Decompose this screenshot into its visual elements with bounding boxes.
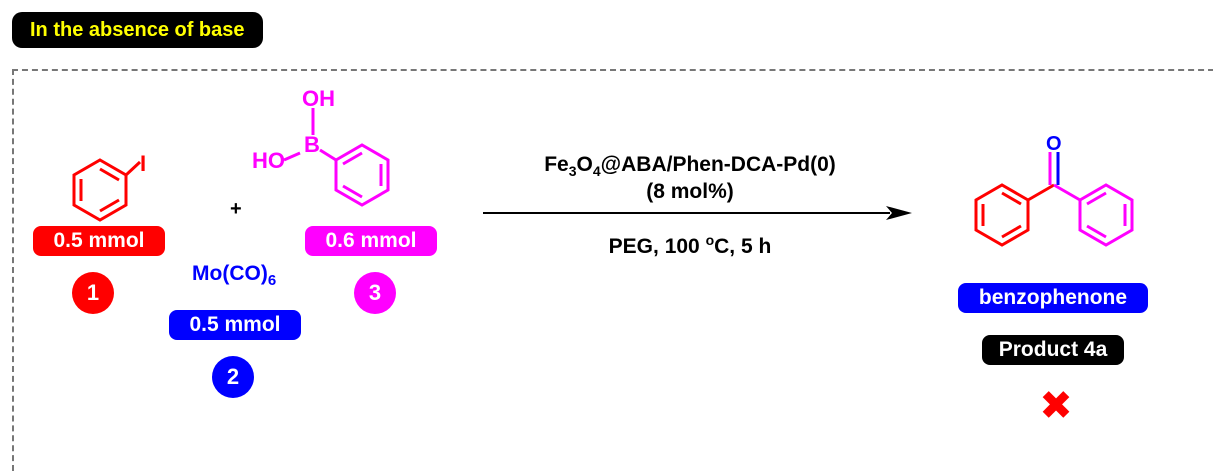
boron-label: B xyxy=(304,132,320,157)
reactant-2-formula: Mo(CO)6 xyxy=(192,262,276,289)
product-name-badge: benzophenone xyxy=(958,283,1148,313)
dashed-frame xyxy=(12,69,1213,471)
reaction-scheme: I OH B HO + O xyxy=(72,86,1134,247)
reactant-3-number: 3 xyxy=(354,272,396,314)
condition-header: In the absence of base xyxy=(12,12,263,48)
oh-label: OH xyxy=(302,86,335,111)
catalyst-fe: Fe xyxy=(544,153,569,176)
mo-co-subscript: 6 xyxy=(267,272,277,290)
reactant-3-amount: 0.6 mmol xyxy=(305,226,437,256)
plus-sign: + xyxy=(230,198,242,220)
catalyst-label: Fe3O4@ABA/Phen-DCA-Pd(0) xyxy=(500,153,880,179)
catalyst-rest: @ABA/Phen-DCA-Pd(0) xyxy=(600,153,836,176)
catalyst-sub-4: 4 xyxy=(592,163,601,180)
phenylboronic-acid-structure xyxy=(283,108,390,207)
mo-co-formula: Mo(CO) xyxy=(192,262,268,285)
catalyst-o: O xyxy=(576,153,593,176)
product-tag-badge: Product 4a xyxy=(982,335,1124,365)
ho-label: HO xyxy=(252,148,285,173)
degree-sign: o xyxy=(705,232,715,248)
reaction-arrow xyxy=(483,206,912,220)
medium-text: PEG, 100 xyxy=(608,235,706,258)
reactant-2-number: 2 xyxy=(212,356,254,398)
reaction-medium: PEG, 100 oC, 5 h xyxy=(500,232,880,259)
reactant-1-number: 1 xyxy=(72,272,114,314)
iodobenzene-structure xyxy=(72,158,142,222)
reactant-1-amount: 0.5 mmol xyxy=(33,226,165,256)
catalyst-sub-3: 3 xyxy=(568,163,577,180)
iodine-label: I xyxy=(140,151,146,176)
catalyst-loading: (8 mol%) xyxy=(646,180,734,203)
medium-tail: C, 5 h xyxy=(714,235,772,258)
benzophenone-structure xyxy=(974,152,1134,247)
failed-reaction-icon: ✖ xyxy=(1039,384,1073,428)
reactant-2-amount: 0.5 mmol xyxy=(169,310,301,340)
carbonyl-oxygen-label: O xyxy=(1046,133,1062,155)
